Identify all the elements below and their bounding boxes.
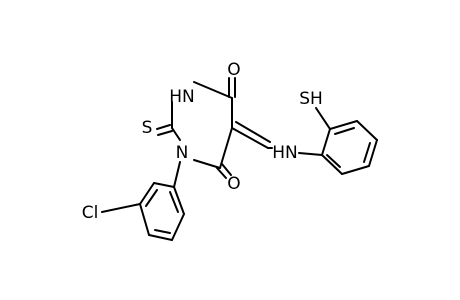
atom-label-o-top: O: [227, 60, 240, 80]
thione-bond: [156, 124, 173, 136]
bond-c2-s-1: [156, 124, 171, 130]
bond-ar3-ar4: [356, 120, 378, 141]
chlorophenyl-ring: [101, 161, 185, 241]
bond-cp3-cp4: [139, 203, 150, 236]
bond-cp1-cp2: [153, 182, 175, 188]
bond-c4-n3: [193, 81, 233, 99]
pyrimidine-ring-bonds: [171, 81, 233, 169]
bond-cp4-cp5: [148, 234, 173, 241]
atom-label-n-ring: N: [176, 143, 189, 163]
bond-ar1-ar2: [321, 128, 331, 156]
bond-cp-inner-2: [154, 229, 171, 234]
bond-c2-s-2: [157, 130, 173, 136]
carbonyl-bonds: [216, 77, 236, 179]
bond-n1-c6: [193, 159, 221, 169]
bond-ar-sh: [315, 107, 331, 130]
bond-ar-inner-2: [363, 142, 371, 163]
bond-ar-inner-1: [334, 127, 355, 135]
bond-ar-inner-3: [326, 154, 341, 168]
bond-ar2-ar3: [329, 120, 358, 130]
bond-c6-c5: [219, 127, 233, 169]
bond-cp-cl: [101, 203, 141, 213]
bond-cp-inner-1: [145, 189, 158, 207]
atom-label-s-thione: S: [142, 118, 153, 138]
bond-ar5-ar6: [341, 165, 370, 175]
atom-label-o-bottom: O: [227, 174, 240, 194]
bond-ar6-ar1: [321, 154, 343, 175]
atom-label-cl: Cl: [82, 203, 99, 223]
atom-label-nh-amine: HN: [272, 143, 298, 163]
bond-cp5-cp6: [171, 213, 185, 241]
bond-ar4-ar5: [368, 139, 378, 167]
bond-c5-ch-2: [235, 121, 271, 143]
bond-c2-n1: [171, 127, 181, 141]
bond-cp-inner-3: [169, 191, 179, 213]
bond-c6-o-bottom-2: [221, 163, 232, 176]
bond-c5-ch-1: [231, 127, 269, 149]
atom-labels: O HN S N O HN SH Cl: [82, 60, 323, 223]
bond-cp2-cp3: [139, 182, 155, 205]
bond-n1-cp1: [173, 161, 181, 188]
bond-c6-o-bottom-1: [216, 167, 227, 179]
atom-label-sh: SH: [299, 89, 323, 109]
methylidene-linker: [231, 121, 323, 156]
bond-nh-aryl: [298, 152, 323, 156]
bond-cp6-cp1: [173, 186, 185, 215]
atom-label-nh-ring: HN: [169, 87, 195, 107]
mercaptophenyl-ring: [315, 107, 378, 175]
